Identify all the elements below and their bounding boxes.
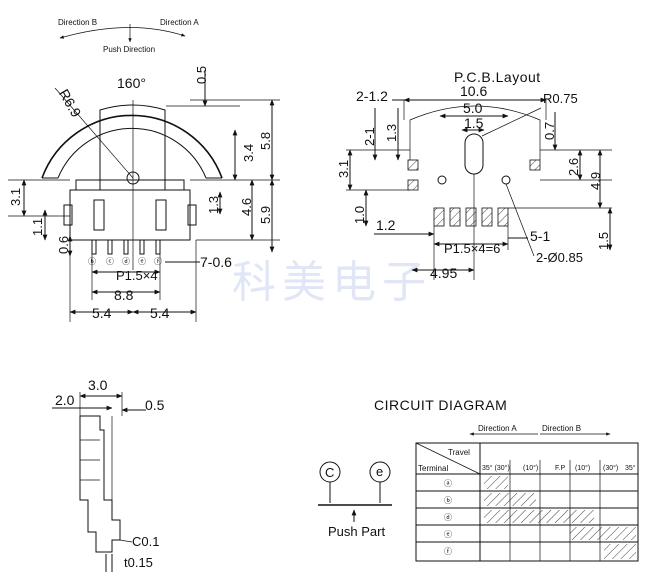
dim-3-1-left: 3.1	[8, 188, 23, 206]
pcb-dim-1-5-right: 1.5	[596, 232, 611, 250]
dim-1-1: 1.1	[30, 218, 45, 236]
pcb-dim-1-0: 1.0	[352, 206, 367, 224]
side-dim-3-0: 3.0	[88, 377, 108, 393]
watermark: 科美电子	[232, 257, 432, 308]
dim-0-6-left: 0.6	[56, 236, 71, 254]
col-header-35-30: 35° (30°)	[482, 464, 510, 472]
pcb-dim-5-1: 5-1	[530, 228, 550, 244]
pcb-dim-2-1: 2-1	[362, 127, 377, 146]
pcb-dim-2-1-2: 2-1.2	[356, 88, 388, 104]
side-dim-0-5: 0.5	[145, 397, 165, 413]
pcb-dim-1-3: 1.3	[384, 124, 399, 142]
pcb-dim-2-6: 2.6	[566, 158, 581, 176]
pcb-dim-4-95: 4.95	[430, 265, 457, 281]
dim-8-8: 8.8	[114, 287, 134, 303]
pcb-dim-1-2: 1.2	[376, 217, 396, 233]
pin-c: ⓒ	[106, 257, 114, 266]
side-dim-t0-15: t0.15	[124, 555, 153, 570]
pcb-layout: P.C.B.Layout 10.6 2-1.2 5.0 R0.75 1.5	[336, 69, 613, 281]
row-label-e: ⓔ	[444, 530, 452, 539]
pcb-layout-title: P.C.B.Layout	[454, 69, 541, 85]
row-label-a: ⓐ	[444, 479, 452, 488]
dim-3-4: 3.4	[241, 144, 256, 162]
circuit-direction-b: Direction B	[542, 424, 581, 433]
dim-1-3: 1.3	[206, 196, 221, 214]
col-header-35: 35°	[625, 464, 636, 472]
pcb-dim-1-5-top: 1.5	[464, 115, 484, 131]
dim-7-0-6: 7-0.6	[200, 254, 232, 270]
switch-body	[69, 189, 191, 241]
direction-b-label: Direction B	[58, 18, 97, 27]
row-label-d: ⓓ	[444, 513, 452, 522]
col-header-10a: (10°)	[523, 464, 538, 472]
dim-4-6: 4.6	[239, 198, 254, 216]
pin-f: ⓕ	[154, 257, 162, 266]
col-header-30: (30°)	[603, 464, 618, 472]
pin-pitch-label: P1.5×4	[116, 268, 158, 283]
col-header-10b: (10°)	[575, 464, 590, 472]
side-dim-c0-1: C0.1	[132, 534, 159, 549]
dim-5-4-right: 5.4	[150, 305, 170, 321]
circuit-diagram: CIRCUIT DIAGRAM Direction A Direction B …	[318, 397, 639, 562]
circuit-direction-a: Direction A	[478, 424, 517, 433]
switch-right-label: e	[376, 464, 383, 479]
dim-5-8: 5.8	[258, 132, 273, 150]
pcb-hole-right	[501, 175, 511, 185]
radius-label: R6.9	[56, 86, 85, 120]
push-direction-label: Push Direction	[103, 45, 155, 54]
pcb-holes-label: 2-Ø0.85	[536, 250, 583, 265]
dim-0-5: 0.5	[194, 66, 209, 84]
dim-5-4-left: 5.4	[92, 305, 112, 321]
switch-left-label: C	[325, 465, 334, 480]
side-dim-2-0: 2.0	[55, 392, 75, 408]
pcb-hole-left	[437, 175, 447, 185]
pcb-dim-3-1: 3.1	[336, 160, 351, 178]
pcb-pitch-label: P1.5×4=6	[444, 241, 500, 256]
push-part-label: Push Part	[328, 524, 385, 539]
row-label-b: ⓑ	[444, 496, 452, 505]
travel-header: Travel	[448, 448, 470, 457]
col-header-fp: F.P	[555, 465, 565, 472]
pcb-slot	[464, 133, 484, 175]
pcb-dim-0-7: 0.7	[542, 122, 557, 140]
knob-arc	[41, 114, 223, 179]
side-profile	[79, 415, 121, 553]
angle-label: 160°	[117, 75, 146, 91]
circuit-table	[415, 442, 639, 562]
pcb-dim-4-9: 4.9	[588, 172, 603, 190]
row-label-f: ⓕ	[444, 547, 452, 556]
front-view: Direction B Direction A Push Direction 1…	[8, 18, 280, 322]
circuit-title: CIRCUIT DIAGRAM	[374, 397, 507, 413]
dim-5-9: 5.9	[258, 206, 273, 224]
pcb-dim-r0-75: R0.75	[543, 91, 578, 106]
side-view: 3.0 2.0 0.5 C0.1 t0.15	[52, 377, 165, 572]
pin-e: ⓔ	[138, 257, 146, 266]
direction-a-label: Direction A	[160, 18, 199, 27]
pcb-dim-10-6: 10.6	[460, 83, 487, 99]
pcb-dim-5-0: 5.0	[463, 100, 483, 116]
pin-d: ⓓ	[122, 257, 130, 266]
terminal-header: Terminal	[418, 464, 448, 473]
